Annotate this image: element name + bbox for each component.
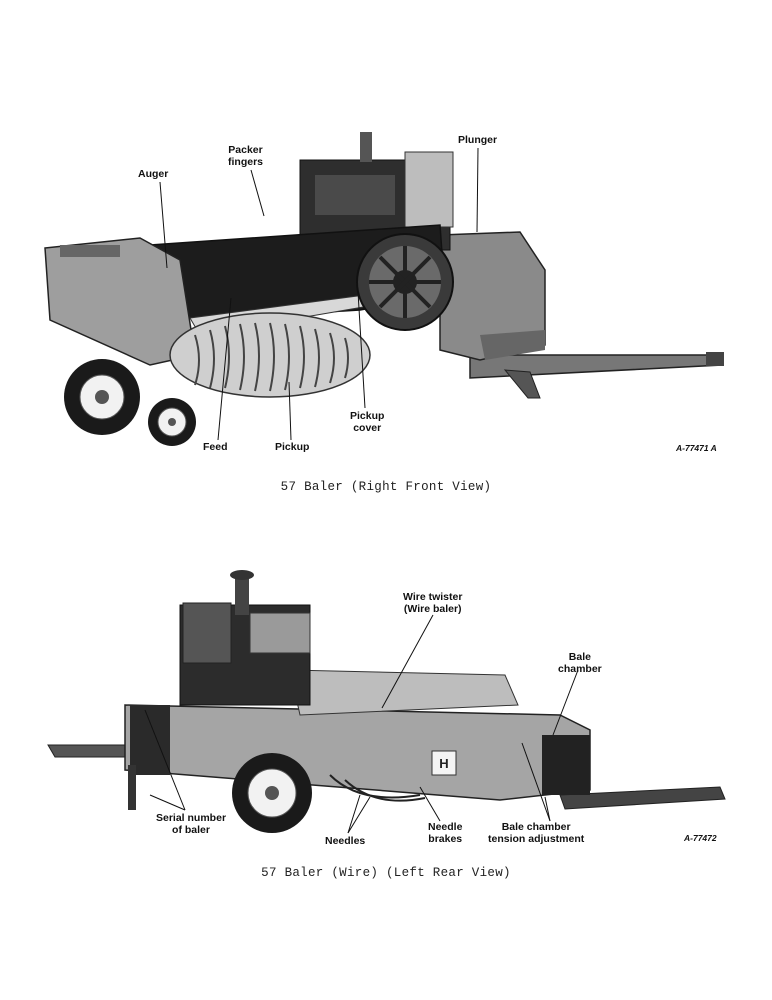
baler-left-rear-illustration: H [47, 570, 726, 834]
callout-pickup: Pickup [275, 441, 310, 453]
callout-bale-chamber-line1: Bale [568, 651, 591, 663]
callout-needle-brakes-line2: brakes [428, 833, 463, 845]
callout-serial-number: Serial number of baler [156, 812, 226, 836]
callout-feed: Feed [203, 441, 228, 453]
callout-bale-chamber: Bale chamber [558, 651, 602, 675]
callout-packer-fingers-line2: fingers [228, 156, 264, 168]
callout-wire-twister: Wire twister (Wire baler) [403, 591, 462, 615]
svg-text:H: H [439, 756, 448, 771]
callout-pickup-cover: Pickup cover [350, 410, 384, 434]
callout-bale-chamber-tension: Bale chamber tension adjustment [488, 821, 584, 845]
callout-needle-brakes: Needle brakes [428, 821, 462, 845]
figure-right-front-view: Auger Packer fingers Plunger Pickup cove… [0, 120, 772, 480]
figure-id: A-77471 A [676, 443, 717, 453]
callout-bale-chamber-tension-line2: tension adjustment [488, 833, 585, 845]
baler-right-front-illustration [44, 132, 724, 446]
figure-caption-2: 57 Baler (Wire) (Left Rear View) [261, 866, 511, 880]
callout-packer-fingers: Packer fingers [228, 144, 263, 168]
callout-pickup-cover-line2: cover [353, 422, 382, 434]
callout-serial-number-line2: of baler [172, 824, 210, 836]
figure-id: A-77472 [684, 833, 717, 843]
callout-auger: Auger [138, 168, 169, 180]
callout-bale-chamber-tension-line1: Bale chamber [501, 821, 571, 833]
callout-serial-number-line1: Serial number [156, 812, 227, 824]
callout-plunger: Plunger [458, 134, 498, 146]
callout-wire-twister-line1: Wire twister [403, 591, 463, 603]
callout-needles: Needles [325, 835, 366, 847]
callout-bale-chamber-line2: chamber [558, 663, 602, 675]
callout-pickup-cover-line1: Pickup [350, 410, 385, 422]
figure-left-rear-view: H Wire twister (Wire baler) Bale [0, 565, 772, 865]
callout-packer-fingers-line1: Packer [228, 144, 263, 156]
figure-caption-1: 57 Baler (Right Front View) [280, 480, 492, 494]
callout-needle-brakes-line1: Needle [428, 821, 463, 833]
callout-wire-twister-line2: (Wire baler) [403, 603, 462, 615]
